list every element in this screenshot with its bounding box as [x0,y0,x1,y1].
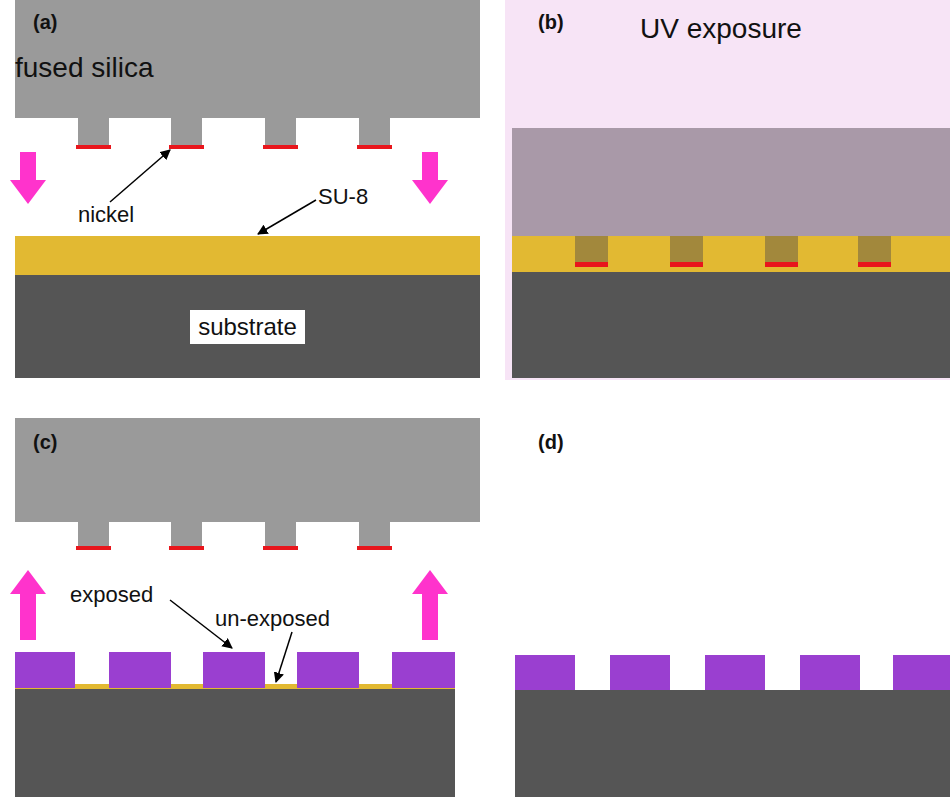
panel-label: (c) [33,432,57,452]
su8-layer [15,236,480,276]
mold [512,128,950,236]
mold [15,418,480,548]
panel-label: (d) [538,432,564,452]
mold-teeth [575,236,891,262]
nickel-layer [76,546,392,550]
material-label: SU-8 [318,186,368,208]
su8-pattern [515,655,950,691]
substrate [512,272,950,378]
press-arrow [10,152,448,204]
exposed-su8 [15,652,455,688]
mold: fused silica [15,0,480,118]
panel-label: (b) [538,12,564,32]
leader-line [258,200,316,234]
material-label: nickel [78,204,134,226]
substrate [15,689,455,797]
nickel-layer [76,145,392,149]
leader-line [276,632,292,682]
mold-label: fused silica [15,52,154,84]
su8-layer [512,236,950,272]
substrate [515,690,950,797]
substrate-label: substrate [190,310,305,344]
nickel-layer [575,262,891,267]
leader-line [110,150,170,202]
panel-label: (a) [33,12,57,32]
substrate: substrate [15,275,480,378]
uv-light [505,0,950,380]
lift-arrow [10,570,448,640]
step-label: UV exposure [640,15,802,43]
mold-teeth [78,117,390,147]
region-label: un-exposed [215,608,330,630]
region-label: exposed [70,584,153,606]
